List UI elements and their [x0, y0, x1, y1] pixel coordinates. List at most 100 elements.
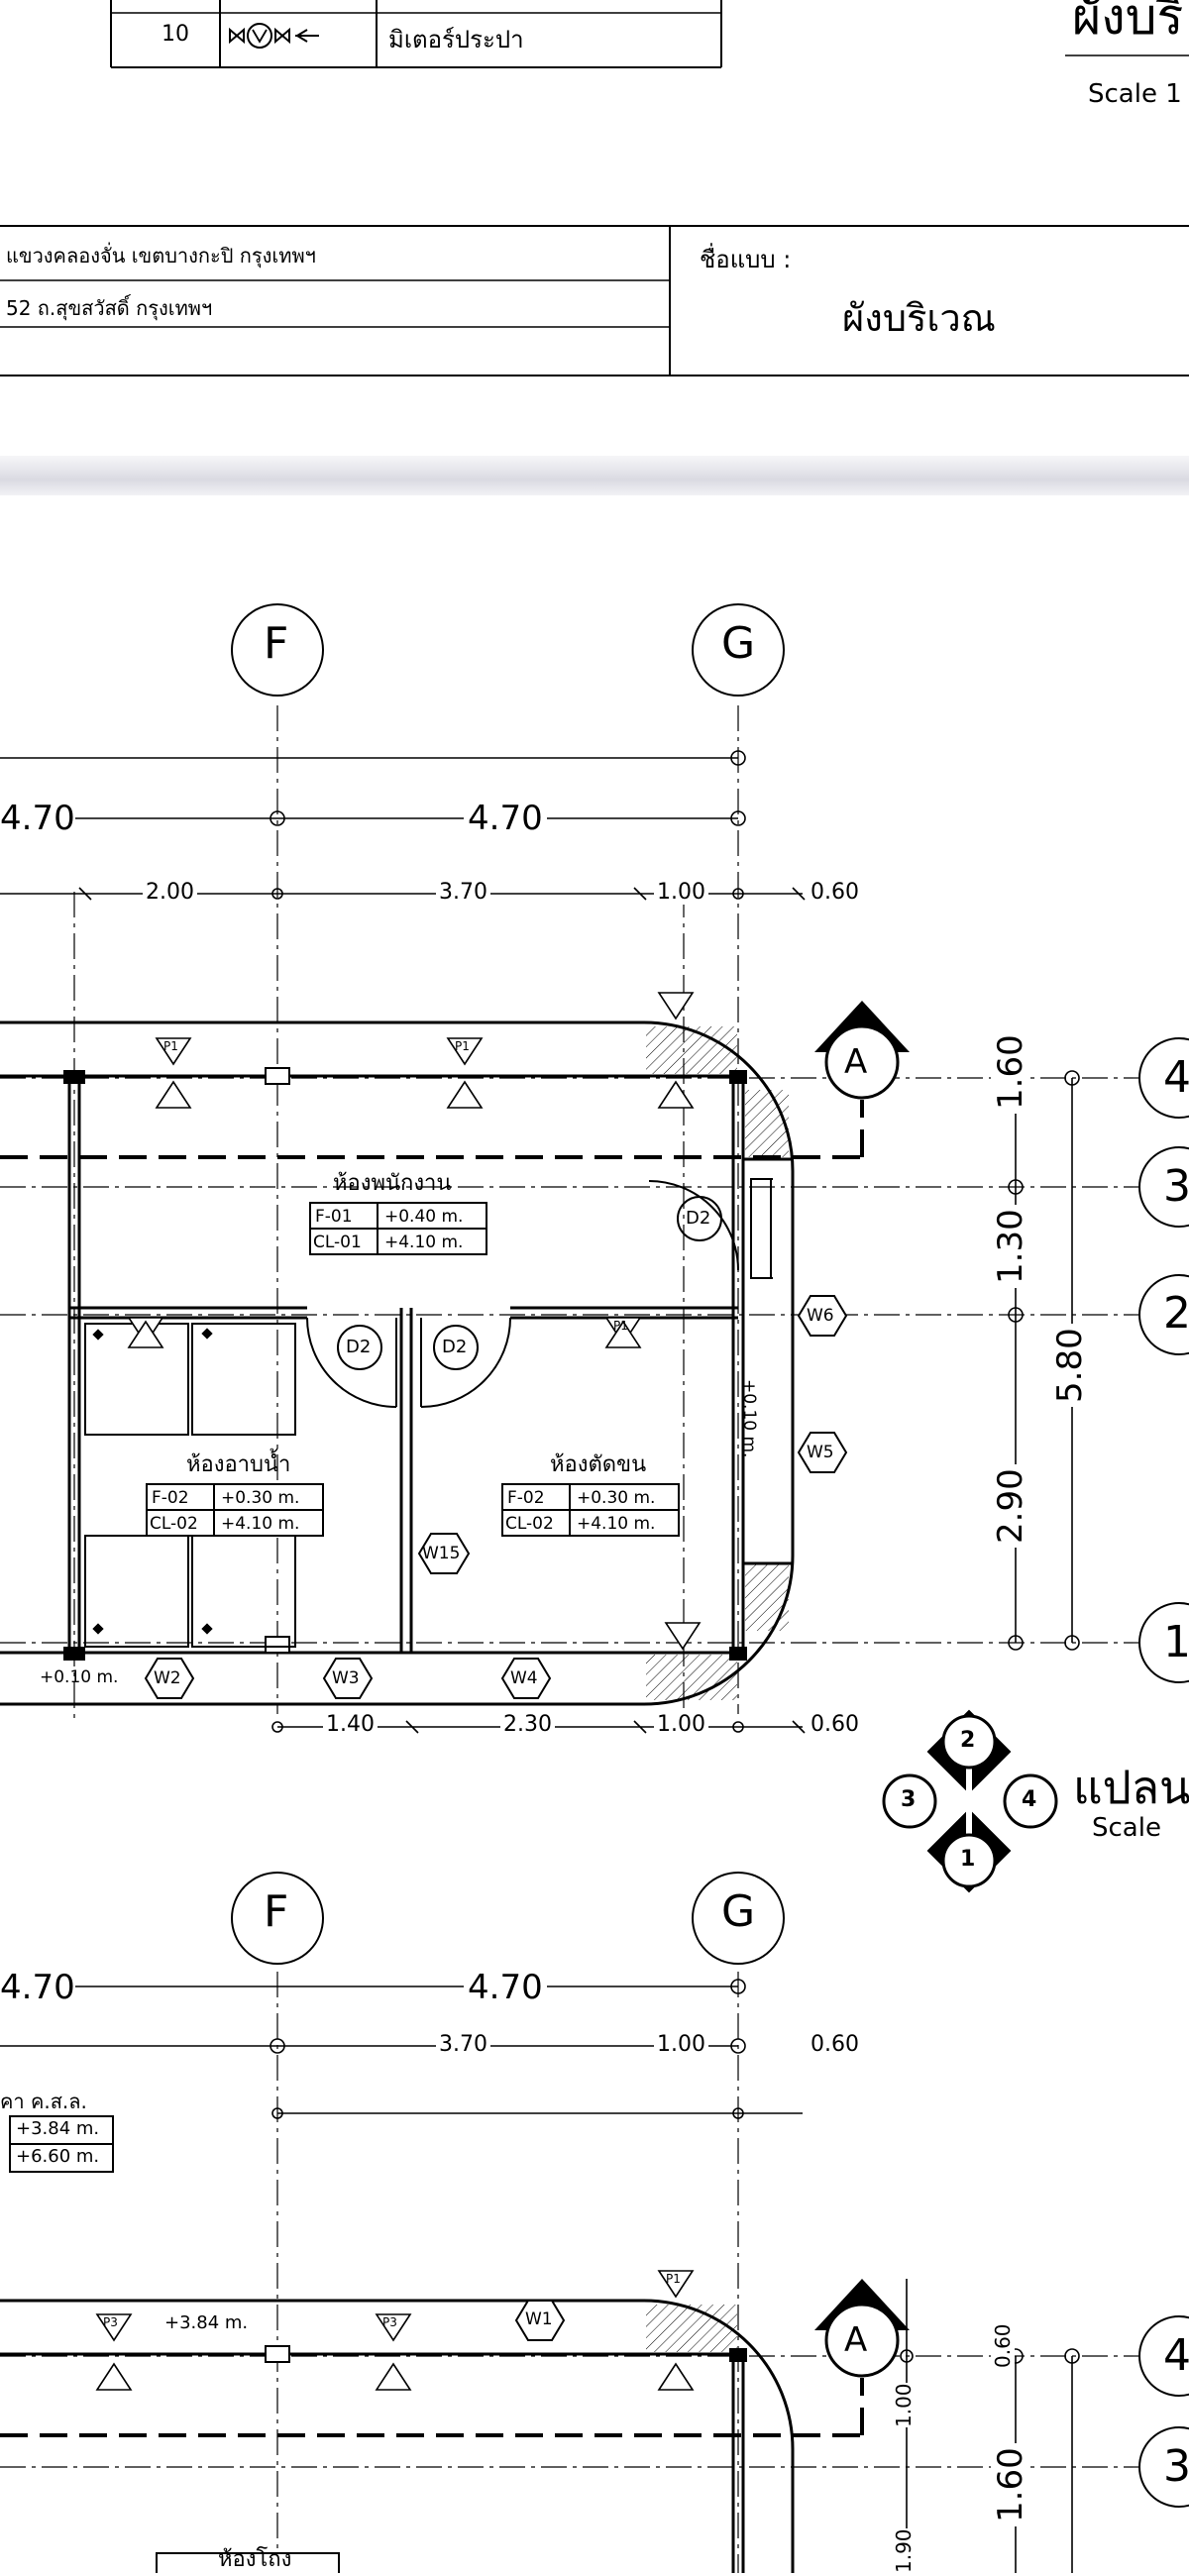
sheet-title-fragment: ผังบริ — [1072, 0, 1184, 46]
dim-right-1: 1.60 — [991, 1030, 1030, 1114]
room-staff-floor-code: F-01 — [315, 1207, 353, 1227]
plan2-dim-top-main-1: 4.70 — [0, 1968, 75, 2007]
plan2-roof-level: +3.84 m. — [164, 2312, 249, 2333]
finish-tag-p1-b: P1 — [455, 1039, 470, 1053]
walls — [0, 1020, 795, 1706]
window-tags — [144, 1295, 848, 1699]
level-note-wall: +0.10 m. — [739, 1379, 759, 1458]
grid-label-g: G — [721, 618, 756, 669]
room-name-grooming: ห้องตัดขน — [550, 1452, 647, 1477]
section-line-a — [0, 1100, 864, 1159]
dim-top-sub-2: 3.70 — [436, 880, 490, 905]
grid-bubble-F — [231, 603, 324, 697]
compass-label-1: 1 — [960, 1847, 976, 1872]
symbol-legend-table — [110, 0, 722, 68]
grid-label-3: 3 — [1163, 1161, 1189, 1212]
plan-title-fragment: แปลน — [1073, 1761, 1189, 1814]
plan2-dim-right-small-1: 0.60 — [991, 2323, 1015, 2368]
doors — [306, 1178, 773, 1408]
plan2-grid-label-f: F — [264, 1886, 289, 1937]
window-tag-w4: W4 — [510, 1668, 538, 1688]
plan2-dim-top-sub-2: 1.00 — [654, 2032, 708, 2057]
section-marker-a-label: A — [844, 1042, 868, 1082]
room-grooming-floor-level: +0.30 m. — [577, 1488, 656, 1508]
plan2-dim-top-sub-3: 0.60 — [808, 2032, 862, 2057]
page-separator — [0, 456, 1189, 495]
room-grooming-ceiling-code: CL-02 — [505, 1514, 554, 1534]
room-staff-ceiling-code: CL-01 — [313, 1233, 362, 1252]
legend-row-number: 10 — [162, 22, 189, 47]
grid-bubble-2 — [1138, 1274, 1189, 1355]
plan2-beam-level-1: +3.84 m. — [16, 2118, 100, 2139]
room-shower-ceiling-level: +4.10 m. — [221, 1514, 300, 1534]
plan2-dim-right-small-3: 1.90 — [892, 2528, 916, 2573]
plan2-dim-top-sub-1: 3.70 — [436, 2032, 490, 2057]
address-line-1: แขวงคลองจั่น เขตบางกะปิ กรุงเทพฯ — [6, 244, 316, 268]
room-shower-ceiling-code: CL-02 — [150, 1514, 198, 1534]
grid-bubble-3 — [1138, 1146, 1189, 1228]
title-block — [0, 225, 1189, 376]
door-tag-2: D2 — [442, 1337, 468, 1357]
dim-top-sub-3: 1.00 — [654, 880, 708, 905]
window-tag-w15: W15 — [422, 1544, 461, 1563]
finish-tags — [127, 992, 702, 1651]
grid-bubble-G — [692, 603, 785, 697]
plan2-grid-label-g: G — [721, 1886, 756, 1937]
compass-label-2: 2 — [960, 1728, 976, 1753]
dim-right-2: 1.30 — [991, 1205, 1030, 1288]
room-shower-floor-code: F-02 — [152, 1488, 189, 1508]
window-tag-w6: W6 — [807, 1306, 834, 1326]
dim-bottom-2: 2.30 — [500, 1712, 555, 1737]
compass-label-4: 4 — [1022, 1787, 1037, 1812]
plan2-grid-label-4: 4 — [1163, 2330, 1189, 2381]
room-staff-floor-level: +0.40 m. — [384, 1207, 464, 1227]
grid-label-4: 4 — [1163, 1052, 1189, 1103]
door-tag-3: D2 — [686, 1208, 711, 1229]
grid-bubble-1 — [1138, 1602, 1189, 1683]
dim-top-sub-1: 2.00 — [143, 880, 197, 905]
drawing-name-label: ชื่อแบบ : — [700, 246, 792, 273]
plan2-finish-tag-p1: P1 — [666, 2272, 681, 2286]
sheet-scale-fragment: Scale 1 — [1088, 79, 1182, 109]
grid-lines — [0, 705, 1139, 1724]
room-name-staff: ห้องพนักงาน — [333, 1171, 452, 1196]
room-shower-floor-level: +0.30 m. — [221, 1488, 300, 1508]
drawing-name: ผังบริเวณ — [842, 296, 996, 340]
plan2-section-marker-a-label: A — [844, 2320, 868, 2360]
room-grooming-floor-code: F-02 — [507, 1488, 545, 1508]
plan2-grid-label-3: 3 — [1163, 2441, 1189, 2492]
plan2-room-name-hall: ห้องโถง — [218, 2547, 292, 2572]
finish-tag-p1: P1 — [163, 1039, 178, 1053]
dim-right-total: 5.80 — [1050, 1324, 1090, 1407]
door-tag-1: D2 — [346, 1337, 372, 1357]
water-meter-symbol-icon — [229, 23, 319, 49]
finish-tag-p1-c: P1 — [613, 1319, 628, 1333]
window-tag-w2: W2 — [154, 1668, 181, 1688]
legend-row-label: มิเตอร์ประปา — [388, 26, 524, 54]
plan2-finish-tag-p3: P3 — [103, 2315, 118, 2329]
plan-scale-fragment: Scale — [1092, 1813, 1161, 1843]
plan2-window-tag-w1: W1 — [525, 2309, 553, 2329]
sheet-header-area — [0, 0, 1189, 376]
dim-top-main-1: 4.70 — [0, 799, 75, 838]
plan2-finish-tag-p3-b: P3 — [382, 2315, 397, 2329]
room-name-shower: ห้องอาบน้ำ — [186, 1452, 291, 1477]
dim-bottom-3: 1.00 — [654, 1712, 708, 1737]
dim-top-sub-4: 0.60 — [808, 880, 862, 905]
room-staff-ceiling-level: +4.10 m. — [384, 1233, 464, 1252]
address-line-2: 52 ถ.สุขสวัสดิ์ กรุงเทพฯ — [6, 296, 213, 320]
dim-right-3: 2.90 — [991, 1464, 1030, 1548]
section-marker-a-icon — [814, 1001, 910, 1100]
dim-top-main-2: 4.70 — [464, 799, 547, 838]
plan2-dim-top-main-2: 4.70 — [464, 1968, 547, 2007]
level-note-floor: +0.10 m. — [40, 1667, 119, 1687]
plan2-dim-right-small-2: 1.00 — [892, 2383, 916, 2427]
window-tag-w3: W3 — [332, 1668, 360, 1688]
grid-label-1: 1 — [1163, 1617, 1189, 1667]
compass-label-3: 3 — [901, 1787, 917, 1812]
room-grooming-ceiling-level: +4.10 m. — [577, 1514, 656, 1534]
grid-bubble-4 — [1138, 1037, 1189, 1119]
dim-bottom-4: 0.60 — [808, 1712, 862, 1737]
grid-bubbles — [231, 603, 1189, 1683]
